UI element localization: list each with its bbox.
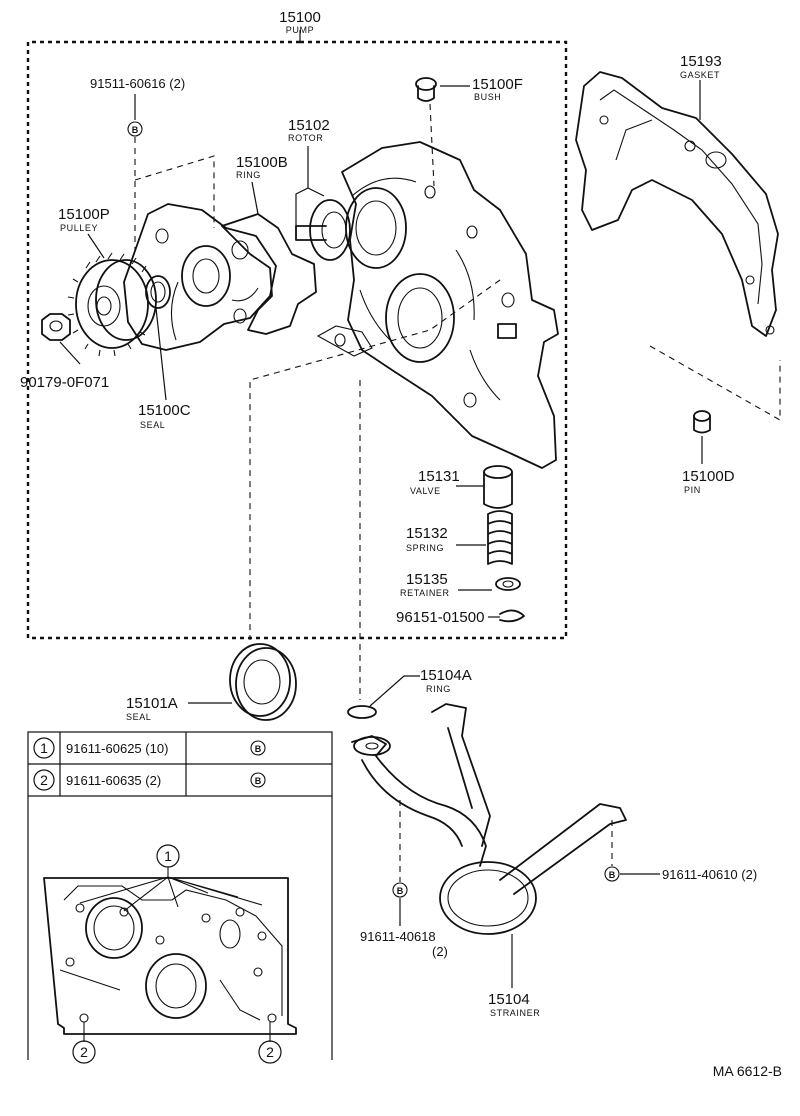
spring-part: 15132 SPRING	[406, 510, 513, 565]
b-marker-icon	[392, 882, 408, 898]
inset-callout-2-right: 2	[266, 1044, 274, 1060]
seal-c-part: 15100C SEAL	[138, 275, 191, 430]
ring-b-part-number: 15100B	[236, 154, 288, 171]
seal-c-part-name: SEAL	[140, 420, 165, 430]
strainer-icon	[351, 703, 627, 935]
valve-part-name: VALVE	[410, 486, 441, 496]
pin-icon	[693, 410, 711, 434]
b-marker-label: B	[609, 870, 616, 880]
clip-part-number: 96151-01500	[396, 609, 484, 626]
seal-c-icon	[145, 275, 171, 309]
pump-assembly-frame: 15100 PUMP	[26, 9, 568, 640]
bolt-right-callout: B 91611-40610 (2)	[604, 820, 757, 882]
nut-part-number: 90179-0F071	[20, 374, 109, 391]
row-part-number: 91611-60625 (10)	[66, 741, 168, 756]
callout-circle-icon	[33, 769, 55, 791]
b-marker-icon	[250, 772, 266, 788]
figure-code: MA 6612-B	[713, 1063, 782, 1079]
nut-part: 90179-0F071	[20, 313, 109, 391]
callout-circle-icon	[258, 1040, 282, 1064]
row-mark: B	[255, 776, 262, 786]
bush-part: 15100F BUSH	[415, 76, 523, 187]
gasket-part-name: GASKET	[680, 70, 720, 80]
pulley-icon	[67, 252, 157, 357]
valve-icon	[483, 465, 513, 509]
row-index: 1	[40, 740, 48, 756]
retainer-part-number: 15135	[406, 571, 448, 588]
pulley-part-number: 15100P	[58, 206, 110, 223]
nut-icon	[41, 313, 71, 341]
inset-callout-2-left: 2	[80, 1044, 88, 1060]
ring-a-part-number: 15104A	[420, 667, 472, 684]
inset-housing-view: 1 2 2	[43, 844, 297, 1064]
bush-part-number: 15100F	[472, 76, 523, 93]
bolt-table: 1 91611-60625 (10) B 2 91611-60635 (2) B	[27, 731, 333, 1060]
seal-a-icon	[229, 643, 297, 721]
row-part-number: 91611-60635 (2)	[66, 773, 161, 788]
retainer-icon	[495, 577, 521, 591]
valve-part-number: 15131	[418, 468, 460, 485]
spring-part-name: SPRING	[406, 543, 444, 553]
row-index: 2	[40, 772, 48, 788]
strainer-part-number: 15104	[488, 991, 530, 1008]
pulley-part-name: PULLEY	[60, 223, 98, 233]
retainer-part: 15135 RETAINER	[400, 571, 521, 598]
pump-part-name: PUMP	[286, 25, 314, 35]
gasket-icon	[575, 71, 779, 337]
rotor-part: 15102 ROTOR	[288, 117, 351, 261]
pump-part-number: 15100	[279, 9, 321, 26]
callout-circle-icon	[72, 1040, 96, 1064]
ring-a-part-name: RING	[426, 684, 451, 694]
gasket-part: 15193 GASKET	[575, 53, 781, 421]
bush-part-name: BUSH	[474, 92, 501, 102]
seal-a-part: 15101A SEAL	[126, 643, 297, 722]
ring-b-part-name: RING	[236, 170, 261, 180]
ring-a-part: 15104A RING	[347, 667, 472, 719]
table-row: 2 91611-60635 (2) B	[33, 769, 266, 791]
b-marker-icon	[604, 866, 620, 882]
callout-circle-icon	[33, 737, 55, 759]
pump-housing-icon	[316, 141, 559, 469]
pump-cover-icon	[123, 155, 277, 351]
strainer-part: 15104 STRAINER	[351, 703, 627, 1018]
rotor-part-name: ROTOR	[288, 133, 323, 143]
ring-a-icon	[347, 705, 377, 719]
b-marker-label: B	[132, 125, 139, 135]
bolt-top-callout: 91511-60616 (2) B	[90, 76, 185, 250]
seal-c-part-number: 15100C	[138, 402, 191, 419]
valve-part: 15131 VALVE	[410, 465, 513, 509]
b-marker-icon	[127, 121, 143, 137]
strainer-part-name: STRAINER	[490, 1008, 540, 1018]
seal-a-part-number: 15101A	[126, 695, 178, 712]
bush-icon	[415, 77, 437, 102]
gasket-part-number: 15193	[680, 53, 722, 70]
bolt-bottom-quantity: (2)	[432, 944, 448, 959]
spring-icon	[487, 510, 513, 565]
clip-icon	[499, 609, 525, 623]
pin-part: 15100D PIN	[682, 410, 735, 495]
bolt-right-part-number: 91611-40610 (2)	[662, 867, 757, 882]
pin-part-name: PIN	[684, 485, 701, 495]
inset-housing-icon	[43, 877, 297, 1035]
ring-b-icon	[221, 213, 317, 335]
b-marker-icon	[250, 740, 266, 756]
rotor-icon	[295, 199, 351, 261]
row-mark: B	[255, 744, 262, 754]
clip-part: 96151-01500	[396, 609, 525, 626]
seal-a-part-name: SEAL	[126, 712, 151, 722]
bolt-bottom-callout: B 91611-40618 (2)	[360, 800, 448, 959]
rotor-part-number: 15102	[288, 117, 330, 134]
table-row: 1 91611-60625 (10) B	[33, 737, 266, 759]
inset-callout-1: 1	[164, 848, 172, 864]
retainer-part-name: RETAINER	[400, 588, 450, 598]
pulley-part: 15100P PULLEY	[58, 206, 157, 357]
spring-part-number: 15132	[406, 525, 448, 542]
b-marker-label: B	[397, 886, 404, 896]
ring-b-part: 15100B RING	[221, 154, 317, 335]
bolt-bottom-part-number: 91611-40618	[360, 929, 436, 944]
pin-part-number: 15100D	[682, 468, 735, 485]
bolt-top-part-number: 91511-60616 (2)	[90, 76, 185, 91]
